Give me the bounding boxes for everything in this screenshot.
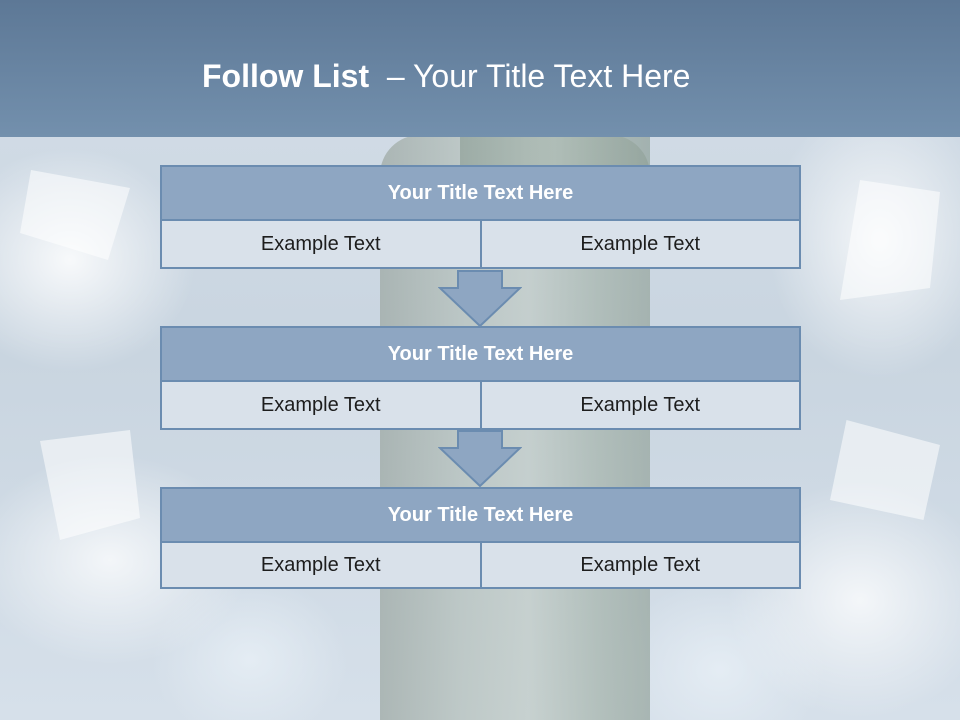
step-text-left: Example Text bbox=[160, 543, 482, 589]
step-row: Example Text Example Text bbox=[160, 221, 801, 269]
slide-title-lead: Follow List bbox=[202, 58, 370, 94]
step-title: Your Title Text Here bbox=[160, 326, 801, 382]
ice-shard bbox=[840, 180, 940, 300]
step-box-2: Your Title Text Here Example Text Exampl… bbox=[160, 326, 801, 430]
bottle-shoulder bbox=[460, 135, 650, 165]
down-arrow-icon bbox=[438, 270, 522, 328]
step-row: Example Text Example Text bbox=[160, 543, 801, 589]
step-title: Your Title Text Here bbox=[160, 165, 801, 221]
step-row: Example Text Example Text bbox=[160, 382, 801, 430]
step-text-right: Example Text bbox=[481, 543, 801, 589]
ice-shard bbox=[40, 430, 140, 540]
title-bar: Follow List – Your Title Text Here bbox=[0, 0, 960, 137]
step-box-1: Your Title Text Here Example Text Exampl… bbox=[160, 165, 801, 269]
slide-title-rest: – Your Title Text Here bbox=[386, 58, 691, 94]
step-text-right: Example Text bbox=[481, 221, 801, 269]
step-text-left: Example Text bbox=[160, 382, 482, 430]
step-text-right: Example Text bbox=[481, 382, 801, 430]
step-text-left: Example Text bbox=[160, 221, 482, 269]
down-arrow-icon bbox=[438, 430, 522, 488]
step-title: Your Title Text Here bbox=[160, 487, 801, 543]
step-box-3: Your Title Text Here Example Text Exampl… bbox=[160, 487, 801, 589]
slide-title: Follow List – Your Title Text Here bbox=[202, 56, 690, 96]
